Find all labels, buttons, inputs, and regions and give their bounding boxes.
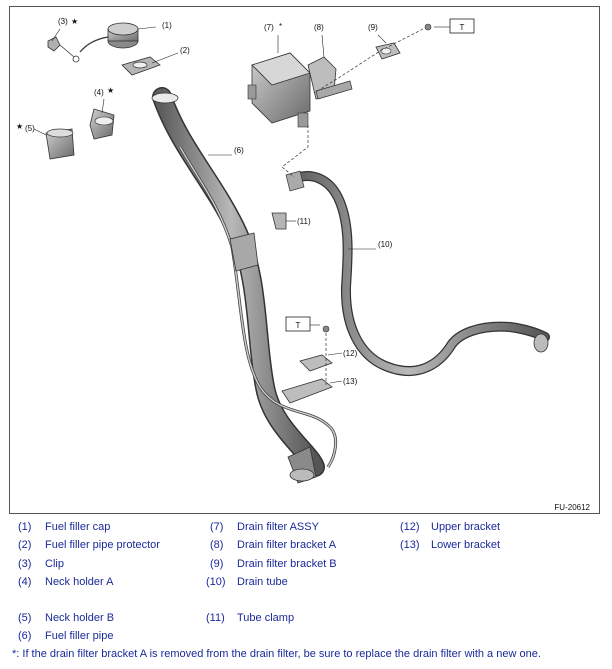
legend-name: Clip xyxy=(45,558,64,570)
legend-name: Drain tube xyxy=(237,576,288,588)
legend-item-5: (5) Neck holder B xyxy=(18,612,114,624)
upper-bracket xyxy=(299,354,333,372)
callout-3: (3) xyxy=(58,17,68,26)
clip-part xyxy=(47,36,80,63)
legend-name: Tube clamp xyxy=(237,612,295,624)
callout-9: (9) xyxy=(368,23,378,32)
fuel-filler-cap xyxy=(79,22,139,53)
exploded-parts-diagram: T T (1) (2) (3) ★ (4) ★ ★ (5) (6) (7) * … xyxy=(9,6,600,514)
callout-7-asterisk: * xyxy=(279,22,282,31)
legend-item-1: (1) Fuel filler cap xyxy=(18,521,110,533)
bolt-upper xyxy=(424,23,432,31)
legend-num: (1) xyxy=(18,521,32,533)
tighten-symbol-lower: T xyxy=(296,321,301,330)
lower-bracket xyxy=(281,378,333,404)
callout-4: (4) xyxy=(94,88,104,97)
fuel-filler-pipe-protector xyxy=(121,56,161,76)
legend-item-4: (4) Neck holder A xyxy=(18,576,113,588)
callout-12: (12) xyxy=(343,349,358,358)
legend-name: Drain filter bracket B xyxy=(237,558,337,570)
legend-num: (3) xyxy=(18,558,32,570)
callout-1: (1) xyxy=(162,21,172,30)
legend-num: (2) xyxy=(18,539,32,551)
legend-num: (12) xyxy=(400,521,420,533)
legend-num: (5) xyxy=(18,612,32,624)
callout-10: (10) xyxy=(378,240,393,249)
legend-item-10: (10) Drain tube xyxy=(206,576,288,588)
diagram-canvas: T T (1) (2) (3) ★ (4) ★ ★ (5) (6) (7) * … xyxy=(16,17,591,512)
legend-item-7: (7) Drain filter ASSY xyxy=(210,521,319,533)
legend-item-12: (12) Upper bracket xyxy=(400,521,500,533)
figure-id: FU-20612 xyxy=(554,503,590,512)
legend-name: Drain filter ASSY xyxy=(237,521,319,533)
legend-item-8: (8) Drain filter bracket A xyxy=(210,539,336,551)
neck-holder-b xyxy=(45,128,75,160)
tube-clamp xyxy=(271,212,287,230)
fuel-filler-pipe xyxy=(151,87,338,484)
tighten-box-upper: T xyxy=(449,18,475,34)
callout-6: (6) xyxy=(234,146,244,155)
drain-filter-bracket-b xyxy=(375,42,401,60)
callout-leader-lines xyxy=(33,26,450,384)
legend-item-9: (9) Drain filter bracket B xyxy=(210,558,337,570)
callout-5: (5) xyxy=(25,124,35,133)
callout-7: (7) xyxy=(264,23,274,32)
legend-num: (7) xyxy=(210,521,224,533)
legend-name: Drain filter bracket A xyxy=(237,539,337,551)
legend-name: Fuel filler pipe protector xyxy=(45,539,160,551)
drain-filter-assy xyxy=(247,52,311,128)
assembly-dash-lines xyxy=(281,28,424,385)
tighten-symbol-upper: T xyxy=(460,23,465,32)
legend-num: (4) xyxy=(18,576,32,588)
callout-13: (13) xyxy=(343,377,358,386)
legend-num: (6) xyxy=(18,630,32,642)
legend-item-11: (11) Tube clamp xyxy=(206,612,294,624)
callout-8: (8) xyxy=(314,23,324,32)
legend-name: Fuel filler pipe xyxy=(45,630,114,642)
legend-name: Neck holder B xyxy=(45,612,115,624)
legend-num: (11) xyxy=(206,612,225,624)
callout-4-star: ★ xyxy=(107,86,114,95)
legend-name: Fuel filler cap xyxy=(45,521,111,533)
legend-name: Upper bracket xyxy=(431,521,501,533)
bolt-lower xyxy=(322,325,330,333)
legend-num: (13) xyxy=(400,539,420,551)
callout-2: (2) xyxy=(180,46,190,55)
legend-name: Lower bracket xyxy=(431,539,501,551)
legend-item-3: (3) Clip xyxy=(18,558,64,570)
legend-num: (10) xyxy=(206,576,226,588)
callout-5-star: ★ xyxy=(16,122,23,131)
drain-filter-bracket-a xyxy=(307,56,353,100)
legend-num: (9) xyxy=(210,558,224,570)
drain-tube xyxy=(285,170,550,377)
legend-name: Neck holder A xyxy=(45,576,114,588)
drain-filter-footnote: *: If the drain filter bracket A is remo… xyxy=(12,648,541,660)
legend-item-2: (2) Fuel filler pipe protector xyxy=(18,539,160,551)
legend-item-13: (13) Lower bracket xyxy=(400,539,500,551)
callout-3-star: ★ xyxy=(71,17,78,26)
neck-holder-a xyxy=(89,108,115,140)
callout-11: (11) xyxy=(297,217,311,226)
legend-num: (8) xyxy=(210,539,224,551)
tighten-box-lower: T xyxy=(285,316,311,332)
legend-item-6: (6) Fuel filler pipe xyxy=(18,630,113,642)
